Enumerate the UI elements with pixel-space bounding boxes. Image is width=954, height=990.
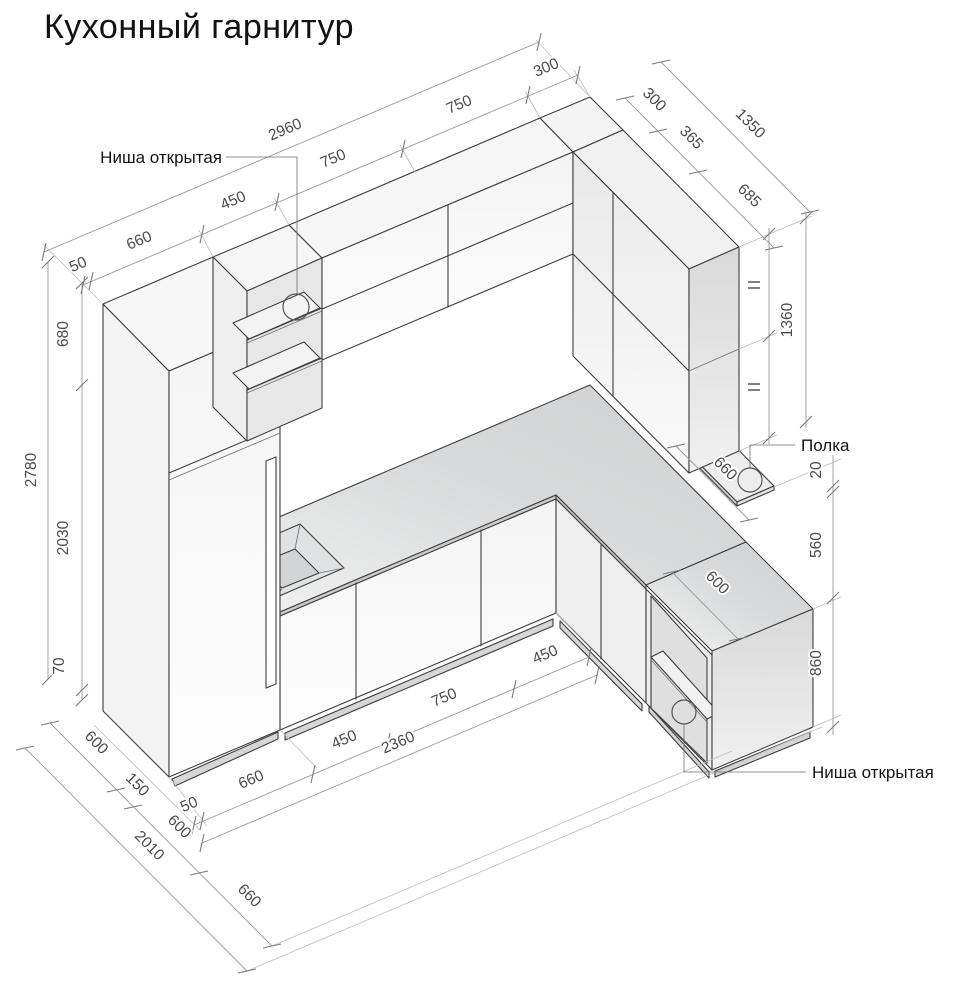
dim-base-seg-660: 660 bbox=[236, 767, 267, 793]
dim-depth-660: 660 bbox=[234, 881, 265, 912]
wall-cabinets bbox=[288, 117, 574, 361]
callouts: Ниша открытая Полка Ниша открытая bbox=[98, 146, 936, 784]
callout-open-niche-bottom: Ниша открытая bbox=[812, 763, 934, 782]
niche-top-marker bbox=[282, 293, 310, 321]
niche-bottom-marker bbox=[671, 699, 697, 725]
dim-top-seg-50: 50 bbox=[67, 254, 90, 277]
callout-open-niche-top: Ниша открытая bbox=[100, 148, 222, 167]
dimension-ticks bbox=[15, 32, 840, 974]
dim-base-seg-50: 50 bbox=[178, 794, 201, 817]
dim-right-seg-300: 300 bbox=[639, 85, 670, 116]
dim-right-cab-height: 1360 bbox=[779, 302, 796, 337]
dim-depth-150: 150 bbox=[122, 770, 153, 801]
dim-chain-860: 860 bbox=[808, 650, 825, 676]
dim-base-total: 2360 bbox=[379, 728, 418, 757]
dim-chain-560: 560 bbox=[808, 532, 825, 558]
open-niche-column bbox=[212, 224, 323, 442]
dim-top-seg-750a: 750 bbox=[318, 146, 349, 172]
dim-right-total: 1350 bbox=[732, 106, 769, 143]
dim-right-seg-365: 365 bbox=[676, 123, 706, 153]
dim-top-seg-450: 450 bbox=[218, 188, 249, 214]
dim-left-70: 70 bbox=[51, 657, 68, 675]
dim-top-seg-660: 660 bbox=[124, 228, 155, 254]
dim-left-total: 2780 bbox=[23, 452, 40, 487]
dim-depth-600b: 600 bbox=[164, 812, 195, 843]
dim-top-total: 2960 bbox=[266, 115, 305, 144]
dim-top-seg-750b: 750 bbox=[444, 92, 475, 118]
callout-shelf: Полка bbox=[801, 436, 850, 455]
dim-left-2030: 2030 bbox=[55, 520, 72, 555]
island-open-unit bbox=[645, 541, 814, 779]
dim-chain-20: 20 bbox=[808, 461, 825, 479]
dimension-lines bbox=[24, 41, 834, 972]
dim-depth-total: 2010 bbox=[131, 828, 168, 865]
dim-base-seg-450b: 450 bbox=[530, 642, 561, 668]
dim-top-seg-300: 300 bbox=[531, 55, 562, 81]
dim-left-680: 680 bbox=[55, 321, 72, 347]
dim-right-seg-685: 685 bbox=[734, 181, 764, 211]
dim-base-seg-450a: 450 bbox=[329, 727, 360, 753]
extension-lines bbox=[42, 39, 842, 972]
dim-depth-600a: 600 bbox=[81, 728, 112, 759]
page-title: Кухонный гарнитур bbox=[44, 8, 354, 46]
right-wall-cabinets bbox=[572, 129, 740, 474]
dim-base-seg-750: 750 bbox=[429, 685, 460, 711]
shelf-marker bbox=[737, 467, 763, 493]
